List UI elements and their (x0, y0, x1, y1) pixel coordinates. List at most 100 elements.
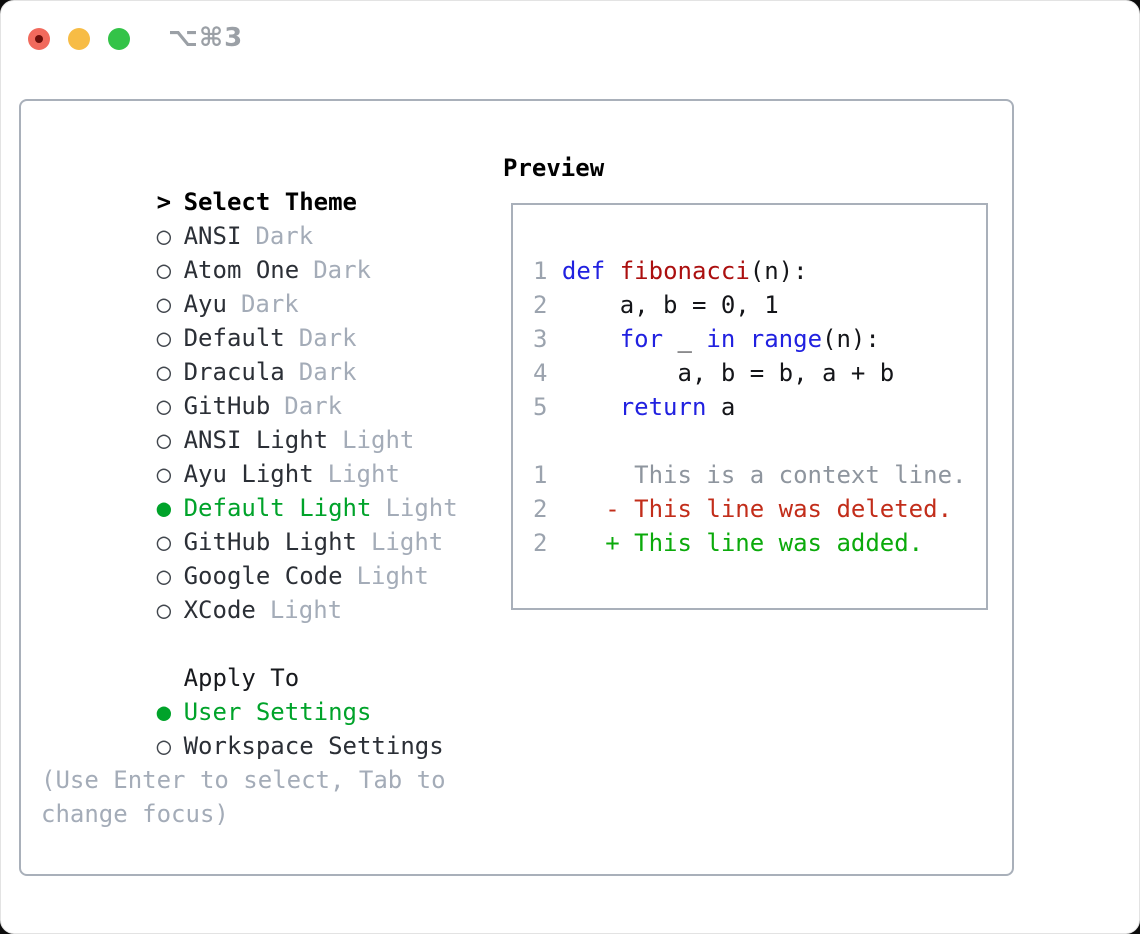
radio-icon: ○ (156, 528, 172, 556)
theme-option-github-light[interactable]: ○ GitHub Light Light (41, 491, 476, 556)
theme-variant: Dark (298, 324, 357, 352)
radio-icon: ○ (156, 358, 172, 386)
code-segment: def (561, 257, 606, 285)
select-theme-header: > Select Theme (41, 151, 476, 216)
window-title: ⌥⌘3 (168, 23, 244, 53)
theme-option-atom-one-dark[interactable]: ○ Atom One Dark (41, 219, 476, 284)
radio-icon: ○ (156, 392, 172, 420)
radio-icon: ○ (156, 290, 172, 318)
theme-option-xcode[interactable]: ○ XCode Light (41, 559, 476, 624)
theme-variant: Light (356, 562, 429, 590)
radio-icon: ○ (156, 256, 172, 284)
code-segment (547, 257, 561, 285)
theme-name: Ayu (183, 290, 227, 318)
theme-option-github-dark[interactable]: ○ GitHub Dark (41, 355, 476, 420)
theme-name: XCode (183, 596, 256, 624)
code-segment: a, b = b, a + b (547, 359, 895, 387)
code-segment: (n): (822, 325, 880, 353)
theme-name: Default (183, 324, 285, 352)
theme-name: GitHub Light (183, 528, 357, 556)
theme-variant: Dark (313, 256, 371, 284)
code-segment: _ (663, 325, 707, 353)
close-dot-icon (35, 35, 43, 43)
line-number: 1 (533, 461, 548, 489)
code-segment (547, 325, 619, 353)
code-segment: for (619, 325, 664, 353)
line-number: 5 (533, 393, 548, 421)
theme-option-ansi-light[interactable]: ○ ANSI Light Light (41, 389, 476, 454)
apply-option-user-settings-selected[interactable]: ●User Settings (41, 661, 476, 726)
code-line: 5 return a (533, 390, 986, 424)
preview-box: 1 def fibonacci(n): 2 a, b = 0, 1 3 for … (511, 203, 988, 610)
line-number: 2 (533, 291, 548, 319)
theme-option-dracula-dark[interactable]: ○ Dracula Dark (41, 321, 476, 386)
code-line: 1 def fibonacci(n): (533, 254, 986, 288)
code-segment: (n): (749, 257, 808, 285)
theme-variant: Dark (240, 290, 299, 318)
diff-added-line: 2 + This line was added. (533, 526, 986, 560)
apply-option-workspace-settings[interactable]: ○ Workspace Settings (41, 695, 476, 760)
theme-name: Dracula (183, 358, 285, 386)
code-segment: fibonacci (619, 257, 750, 285)
theme-variant: Light (327, 460, 400, 488)
apply-option-name: Workspace Settings (183, 732, 444, 760)
theme-name: Atom One (183, 256, 300, 284)
theme-option-ayu-dark[interactable]: ○ Ayu Dark (41, 253, 476, 318)
theme-variant: Dark (255, 222, 314, 250)
theme-option-google-code[interactable]: ○ Google Code Light (41, 525, 476, 590)
radio-icon: ○ (156, 562, 172, 590)
theme-variant: Light (342, 426, 415, 454)
theme-option-ansi-dark[interactable]: ○ ANSI Dark (41, 185, 476, 250)
theme-option-default-light-selected[interactable]: ● Default Light Light (41, 457, 476, 522)
theme-name: Default Light (183, 494, 372, 522)
code-segment: a, b = 0, 1 (547, 291, 779, 319)
radio-icon: ○ (156, 732, 172, 760)
radio-icon: ○ (156, 222, 172, 250)
theme-option-ayu-light[interactable]: ○ Ayu Light Light (41, 423, 476, 488)
code-segment (605, 257, 619, 285)
code-line: 4 a, b = b, a + b (533, 356, 986, 390)
apply-to-header: Apply To (41, 627, 476, 692)
line-number: 1 (533, 257, 548, 285)
theme-name: ANSI Light (183, 426, 329, 454)
apply-to-title: Apply To (183, 664, 300, 692)
prompt-icon: > (156, 188, 172, 216)
radio-selected-icon: ● (156, 494, 172, 522)
theme-option-default-dark[interactable]: ○ Default Dark (41, 287, 476, 352)
line-number: 3 (533, 325, 548, 353)
line-number: 4 (533, 359, 548, 387)
code-segment (547, 393, 619, 421)
line-number: 2 (533, 529, 548, 557)
code-line: 2 a, b = 0, 1 (533, 288, 986, 322)
blank-line (533, 424, 986, 458)
minimize-button[interactable] (68, 28, 90, 50)
line-number: 2 (533, 495, 548, 523)
code-segment: in (706, 325, 736, 353)
radio-icon: ○ (156, 460, 172, 488)
diff-segment: This is a context line. (547, 461, 967, 489)
radio-icon: ○ (156, 426, 172, 454)
diff-context-line: 1 This is a context line. (533, 458, 986, 492)
theme-name: ANSI (183, 222, 242, 250)
theme-name: GitHub (183, 392, 271, 420)
theme-name: Google Code (183, 562, 343, 590)
radio-selected-icon: ● (156, 698, 172, 726)
select-theme-title: Select Theme (183, 188, 357, 216)
theme-name: Ayu Light (183, 460, 314, 488)
diff-segment: - This line was deleted. (547, 495, 953, 523)
code-segment: a (706, 393, 736, 421)
radio-icon: ○ (156, 596, 172, 624)
code-line: 3 for _ in range(n): (533, 322, 986, 356)
preview-title: Preview (503, 154, 605, 182)
radio-icon: ○ (156, 324, 172, 352)
close-button[interactable] (28, 28, 50, 50)
code-segment (735, 325, 749, 353)
theme-variant: Light (370, 528, 444, 556)
theme-variant: Dark (284, 392, 343, 420)
code-segment: return (619, 393, 707, 421)
maximize-button[interactable] (108, 28, 130, 50)
